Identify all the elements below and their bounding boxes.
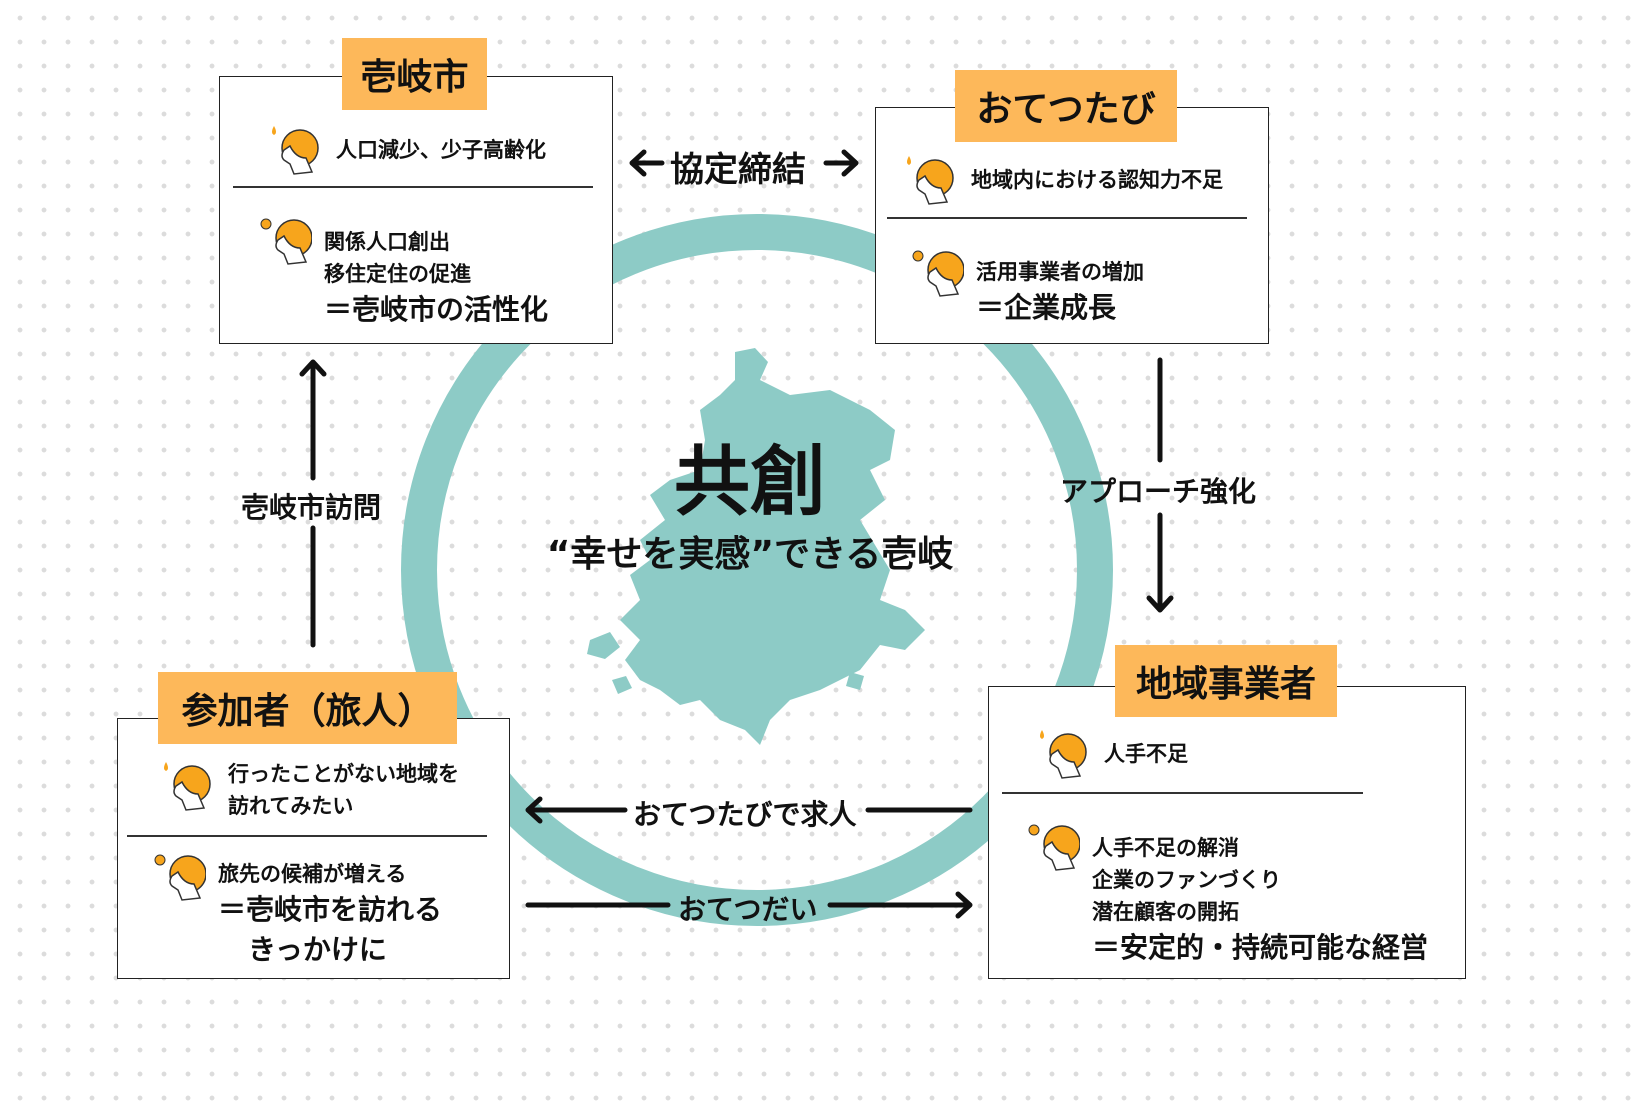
otetsutabi-tag: おてつたび [955, 70, 1177, 142]
otetsutabi-box [875, 107, 1269, 344]
help-label: おてつだい [678, 893, 818, 926]
iki-solution-2: 移住定住の促進 [324, 262, 471, 286]
iki-problem-text: 人口減少、少子高齢化 [336, 138, 546, 162]
iki-result: ＝壱岐市の活性化 [324, 293, 549, 326]
iki-problem: 人口減少、少子高齢化 [268, 122, 546, 178]
center-title: 共創 [674, 437, 826, 526]
participants-box [117, 718, 510, 979]
agreement-label: 協定締結 [670, 150, 806, 190]
iki-city-tag: 壱岐市 [342, 38, 487, 110]
otetsutabi-problem: 地域内における認知力不足 [903, 152, 1223, 208]
visit-arrow [299, 359, 327, 648]
local-business-tag: 地域事業者 [1115, 645, 1337, 717]
participants-problem: 行ったことがない地域を 訪れてみたい [160, 758, 459, 822]
iki-city-box [219, 76, 613, 344]
otetsutabi-result: ＝企業成長 [976, 291, 1117, 324]
agreement-arrow-right [823, 149, 859, 177]
participants-tag: 参加者（旅人） [158, 672, 457, 744]
worried-face-icon [164, 762, 211, 811]
participants-solution-1: 旅先の候補が増える [218, 862, 407, 886]
recruit-arrow [525, 796, 973, 824]
iki-solution-1: 関係人口創出 [324, 230, 450, 254]
agreement-arrow-left [629, 149, 665, 177]
co-creation-ring [401, 214, 1113, 926]
business-solution-1: 人手不足の解消 [1092, 836, 1239, 860]
otetsutabi-problem-text: 地域内における認知力不足 [971, 168, 1223, 192]
participants-result-2: きっかけに [248, 933, 387, 966]
worried-face-icon [907, 156, 954, 205]
participants-result-1: ＝壱岐市を訪れる [218, 893, 443, 926]
help-arrow [525, 891, 973, 919]
worried-face-icon [1040, 730, 1087, 779]
participants-problem-1: 行ったことがない地域を [228, 762, 459, 786]
iki-solution: 関係人口創出 移住定住の促進 ＝壱岐市の活性化 [256, 210, 548, 330]
approach-label: アプローチ強化 [1060, 475, 1257, 508]
idea-face-icon [260, 218, 312, 265]
worried-face-icon [272, 126, 319, 175]
idea-face-icon [1028, 824, 1080, 871]
business-solution: 人手不足の解消 企業のファンづくり 潜在顧客の開拓 ＝安定的・持続可能な経営 [1024, 816, 1428, 968]
business-solution-2: 企業のファンづくり [1092, 868, 1281, 892]
otetsutabi-solution: 活用事業者の増加 ＝企業成長 [908, 242, 1144, 328]
business-solution-3: 潜在顧客の開拓 [1092, 900, 1239, 924]
visit-label: 壱岐市訪問 [241, 491, 382, 524]
approach-arrow [1146, 357, 1174, 613]
idea-face-icon [912, 250, 964, 297]
iki-island-map [587, 348, 925, 745]
otetsutabi-solution-1: 活用事業者の増加 [976, 260, 1144, 284]
business-result: ＝安定的・持続可能な経営 [1092, 931, 1429, 964]
participants-problem-2: 訪れてみたい [228, 794, 354, 818]
recruit-label: おてつたびで求人 [633, 798, 857, 831]
idea-face-icon [154, 854, 206, 901]
center-subtitle: “幸せを実感”できる壱岐 [546, 534, 954, 575]
business-problem-text: 人手不足 [1104, 742, 1188, 766]
participants-solution: 旅先の候補が増える ＝壱岐市を訪れる きっかけに [150, 846, 442, 970]
business-problem: 人手不足 [1036, 726, 1188, 782]
